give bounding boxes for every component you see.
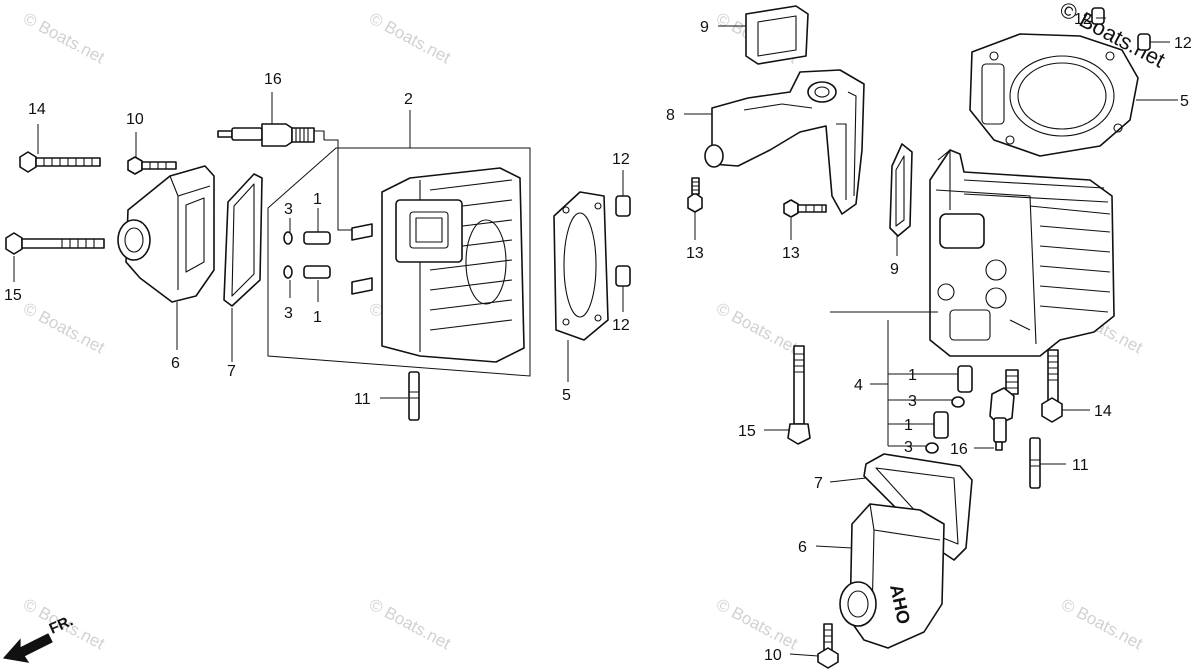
exhaust-pipe[interactable]: [704, 69, 865, 215]
leaders-left: [13, 92, 624, 399]
callout-6: 6: [798, 539, 807, 556]
callout-5: 5: [562, 387, 571, 404]
callout-15: 15: [738, 423, 756, 440]
dowel-12-right-b[interactable]: [1137, 33, 1151, 51]
callout-16: 16: [264, 71, 282, 88]
front-arrow-icon: [2, 633, 53, 663]
o-ring-right-b[interactable]: [925, 442, 939, 454]
cylinder-head-frame: [267, 147, 531, 377]
callout-10: 10: [764, 647, 782, 664]
watermark: © Boats.net: [366, 9, 454, 68]
watermark: © Boats.net: [20, 9, 108, 68]
cylinder-head-left[interactable]: [351, 167, 525, 363]
o-ring-right-a[interactable]: [951, 396, 965, 408]
o-ring-left-a[interactable]: [283, 231, 293, 245]
stud-11-right[interactable]: [1029, 437, 1041, 489]
callout-15: 15: [4, 287, 22, 304]
dowel-pin-left-b[interactable]: [303, 265, 331, 279]
callout-12: 12: [612, 151, 630, 168]
callout-8: 8: [666, 107, 675, 124]
watermark: © Boats.net: [713, 299, 801, 358]
dowel-12-left-b[interactable]: [615, 265, 631, 287]
callout-7: 7: [227, 363, 236, 380]
watermark: © Boats.net: [366, 595, 454, 654]
dowel-12-right-a[interactable]: [1091, 7, 1105, 25]
dowel-pin-right-b[interactable]: [933, 411, 949, 439]
head-cover-right[interactable]: AHO: [839, 503, 945, 649]
callout-1: 1: [313, 309, 322, 326]
bolt-15-right[interactable]: [787, 345, 811, 445]
bolt-14-left[interactable]: [19, 151, 101, 173]
bolt-15-left[interactable]: [5, 232, 105, 255]
head-gasket-left[interactable]: [553, 191, 609, 341]
callout-2: 2: [404, 91, 413, 108]
callout-6: 6: [171, 355, 180, 372]
callout-12: 12: [612, 317, 630, 334]
leaders-right: [684, 17, 1178, 657]
bolt-10-left[interactable]: [127, 156, 177, 175]
bolt-14-right[interactable]: [1041, 349, 1063, 423]
dowel-pin-left-a[interactable]: [303, 231, 331, 245]
callout-12: 12: [1174, 35, 1192, 52]
callout-14: 14: [28, 101, 46, 118]
watermark: © Boats.net: [1058, 595, 1146, 654]
callout-13: 13: [686, 245, 704, 262]
stud-11-left[interactable]: [408, 371, 420, 421]
callout-13: 13: [782, 245, 800, 262]
callout-11: 11: [1072, 457, 1089, 474]
callout-3: 3: [284, 305, 293, 322]
callout-12: 12: [1074, 11, 1092, 28]
cylinder-head-right[interactable]: [929, 149, 1115, 357]
callout-1: 1: [313, 191, 322, 208]
head-gasket-right[interactable]: [969, 33, 1139, 157]
callout-3: 3: [908, 393, 917, 410]
bolt-13-a[interactable]: [687, 177, 703, 213]
watermark: © Boats.net: [20, 299, 108, 358]
cover-gasket-left[interactable]: [223, 173, 263, 307]
callout-1: 1: [904, 417, 913, 434]
callout-5: 5: [1180, 93, 1189, 110]
exhaust-gasket-lower[interactable]: [889, 143, 913, 237]
callout-9: 9: [890, 261, 899, 278]
callout-7: 7: [814, 475, 823, 492]
callout-11: 11: [354, 391, 371, 408]
dowel-12-left-a[interactable]: [615, 195, 631, 217]
spark-plug-right[interactable]: [989, 369, 1019, 451]
o-ring-left-b[interactable]: [283, 265, 293, 279]
callout-9: 9: [700, 19, 709, 36]
callout-16: 16: [950, 441, 968, 458]
exhaust-gasket-top[interactable]: [745, 5, 809, 65]
callout-4: 4: [854, 377, 863, 394]
callouts-left: 14 10 15 6 7 16 2 3 1 3 1 11 5 12 12: [4, 71, 630, 408]
spark-plug-left[interactable]: [217, 123, 325, 147]
bolt-10-right[interactable]: [817, 623, 839, 669]
callout-1: 1: [908, 367, 917, 384]
callouts-right: 9 8 13 13 9 12 12 5 4 1 3 1 3 15 16 14 1…: [666, 11, 1192, 664]
callout-3: 3: [284, 201, 293, 218]
head-cover-left[interactable]: [117, 165, 215, 303]
bolt-13-b[interactable]: [783, 199, 827, 218]
callout-14: 14: [1094, 403, 1112, 420]
callout-10: 10: [126, 111, 144, 128]
callout-3: 3: [904, 439, 913, 456]
dowel-pin-right-a[interactable]: [957, 365, 973, 393]
watermark: © Boats.net: [713, 595, 801, 654]
